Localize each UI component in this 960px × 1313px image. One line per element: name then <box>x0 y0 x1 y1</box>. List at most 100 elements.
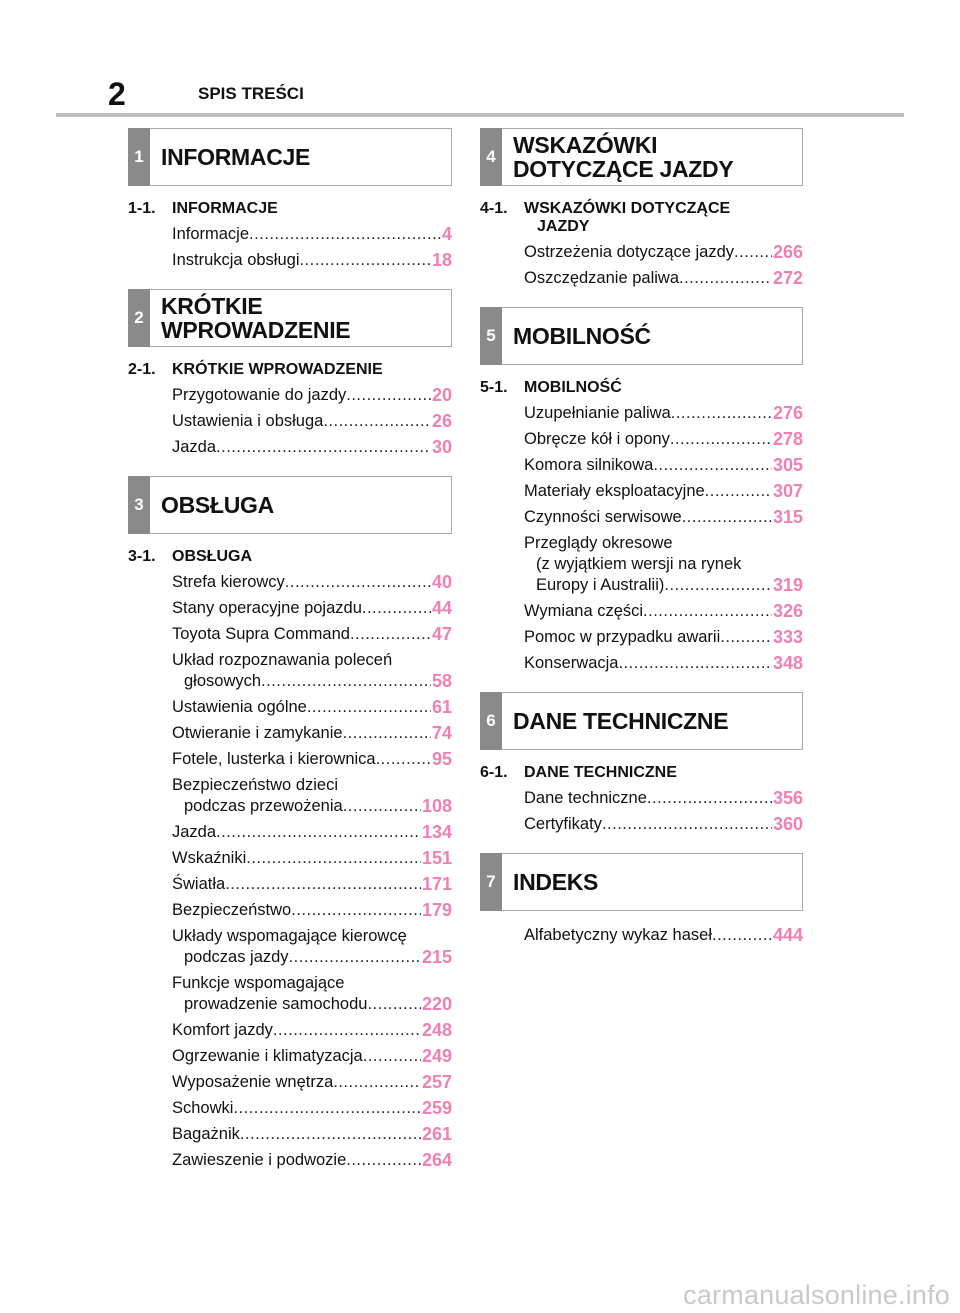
toc-entry[interactable]: Wymiana części 326 <box>524 601 803 622</box>
toc-entry[interactable]: Światła171 <box>172 874 452 895</box>
page-reference[interactable]: 58 <box>431 671 452 691</box>
toc-entry[interactable]: Komfort jazdy 248 <box>172 1020 452 1041</box>
toc-entry[interactable]: Materiały eksploatacyjne307 <box>524 481 803 502</box>
toc-entry[interactable]: Informacje 4 <box>172 224 452 245</box>
page-reference[interactable]: 47 <box>431 624 452 644</box>
page-reference[interactable]: 18 <box>431 250 452 270</box>
toc-entry[interactable]: Ustawienia i obsługa 26 <box>172 411 452 432</box>
toc-entry[interactable]: Oszczędzanie paliwa272 <box>524 268 803 289</box>
toc-entry[interactable]: Schowki 259 <box>172 1098 452 1119</box>
page-reference[interactable]: 61 <box>431 697 452 717</box>
page-reference[interactable]: 261 <box>421 1124 452 1144</box>
page-reference[interactable]: 249 <box>421 1046 452 1066</box>
page-reference[interactable]: 264 <box>421 1150 452 1170</box>
toc-entry[interactable]: Przeglądy okresowe(z wyjątkiem wersji na… <box>524 533 803 596</box>
toc-entry[interactable]: Dane techniczne 356 <box>524 788 803 809</box>
toc-entry-last-line: Jazda 30 <box>172 437 452 458</box>
page-reference[interactable]: 26 <box>431 411 452 431</box>
page-reference[interactable]: 74 <box>431 723 452 743</box>
toc-entry[interactable]: Wyposażenie wnętrza 257 <box>172 1072 452 1093</box>
page-reference[interactable]: 444 <box>772 925 803 945</box>
toc-entry[interactable]: Fotele, lusterka i kierownica 95 <box>172 749 452 770</box>
page-reference[interactable]: 272 <box>772 268 803 288</box>
page-reference[interactable]: 30 <box>431 437 452 457</box>
toc-entry-last-line: Wymiana części 326 <box>524 601 803 622</box>
toc-entry[interactable]: Jazda 134 <box>172 822 452 843</box>
toc-entry[interactable]: Pomoc w przypadku awarii 333 <box>524 627 803 648</box>
toc-entry[interactable]: Jazda 30 <box>172 437 452 458</box>
toc-entry-text: Ustawienia i obsługa 26 <box>172 411 452 432</box>
toc-entry[interactable]: Ostrzeżenia dotyczące jazdy 266 <box>524 242 803 263</box>
page-reference[interactable]: 171 <box>421 874 452 894</box>
page-reference[interactable]: 333 <box>772 627 803 647</box>
page-reference[interactable]: 20 <box>431 385 452 405</box>
toc-entry[interactable]: Konserwacja 348 <box>524 653 803 674</box>
page-reference[interactable]: 257 <box>421 1072 452 1092</box>
toc-entry[interactable]: Wskaźniki 151 <box>172 848 452 869</box>
chapter-number: 4-1. <box>480 200 508 217</box>
page-reference[interactable]: 108 <box>421 796 452 816</box>
page-reference[interactable]: 151 <box>421 848 452 868</box>
toc-entry[interactable]: Przygotowanie do jazdy 20 <box>172 385 452 406</box>
page-reference[interactable]: 278 <box>772 429 803 449</box>
toc-entry[interactable]: Komora silnikowa 305 <box>524 455 803 476</box>
page-reference[interactable]: 215 <box>421 947 452 967</box>
page-reference[interactable]: 326 <box>772 601 803 621</box>
page-reference[interactable]: 44 <box>431 598 452 618</box>
page-reference[interactable]: 220 <box>421 994 452 1014</box>
page-reference[interactable]: 259 <box>421 1098 452 1118</box>
toc-entry[interactable]: Stany operacyjne pojazdu 44 <box>172 598 452 619</box>
page-reference[interactable]: 360 <box>772 814 803 834</box>
toc-entry[interactable]: Zawieszenie i podwozie 264 <box>172 1150 452 1171</box>
toc-entry[interactable]: Ogrzewanie i klimatyzacja 249 <box>172 1046 452 1067</box>
toc-entry[interactable]: Bagażnik 261 <box>172 1124 452 1145</box>
page-reference[interactable]: 348 <box>772 653 803 673</box>
page-reference[interactable]: 315 <box>772 507 803 527</box>
page-reference[interactable]: 134 <box>421 822 452 842</box>
page-reference[interactable]: 40 <box>431 572 452 592</box>
toc-entry[interactable]: Bezpieczeństwo 179 <box>172 900 452 921</box>
page-reference[interactable]: 305 <box>772 455 803 475</box>
section-tab-number: 5 <box>480 307 502 365</box>
toc-entry[interactable]: Otwieranie i zamykanie 74 <box>172 723 452 744</box>
toc-entry-list: Ostrzeżenia dotyczące jazdy 266Oszczędzan… <box>524 242 803 289</box>
page-reference[interactable]: 266 <box>772 242 803 262</box>
toc-entry[interactable]: Obręcze kół i opony 278 <box>524 429 803 450</box>
toc-entry[interactable]: Czynności serwisowe 315 <box>524 507 803 528</box>
toc-entry[interactable]: Instrukcja obsługi 18 <box>172 250 452 271</box>
page-reference[interactable]: 179 <box>421 900 452 920</box>
toc-entry[interactable]: Certyfikaty 360 <box>524 814 803 835</box>
page-reference[interactable]: 356 <box>772 788 803 808</box>
toc-entry[interactable]: Toyota Supra Command 47 <box>172 624 452 645</box>
toc-entry-line: Europy i Australii) <box>536 576 665 594</box>
toc-entry[interactable]: Uzupełnianie paliwa 276 <box>524 403 803 424</box>
page-reference[interactable]: 248 <box>421 1020 452 1040</box>
toc-entry-line: Ostrzeżenia dotyczące jazdy <box>524 243 735 261</box>
chapter-heading: 3-1.OBSŁUGA <box>128 548 452 566</box>
toc-entry[interactable]: Ustawienia ogólne 61 <box>172 697 452 718</box>
toc-entry-line: Wymiana części <box>524 602 644 620</box>
toc-entry-last-line: podczas jazdy 215 <box>172 947 452 968</box>
page-reference[interactable]: 307 <box>772 481 803 501</box>
toc-entry[interactable]: Alfabetyczny wykaz haseł 444 <box>524 925 803 946</box>
toc-entry[interactable]: Strefa kierowcy 40 <box>172 572 452 593</box>
page-reference[interactable]: 95 <box>431 749 452 769</box>
page-reference[interactable]: 276 <box>772 403 803 423</box>
page-reference[interactable]: 4 <box>441 224 452 244</box>
page-reference[interactable]: 319 <box>772 575 803 595</box>
dot-leader <box>285 572 431 593</box>
